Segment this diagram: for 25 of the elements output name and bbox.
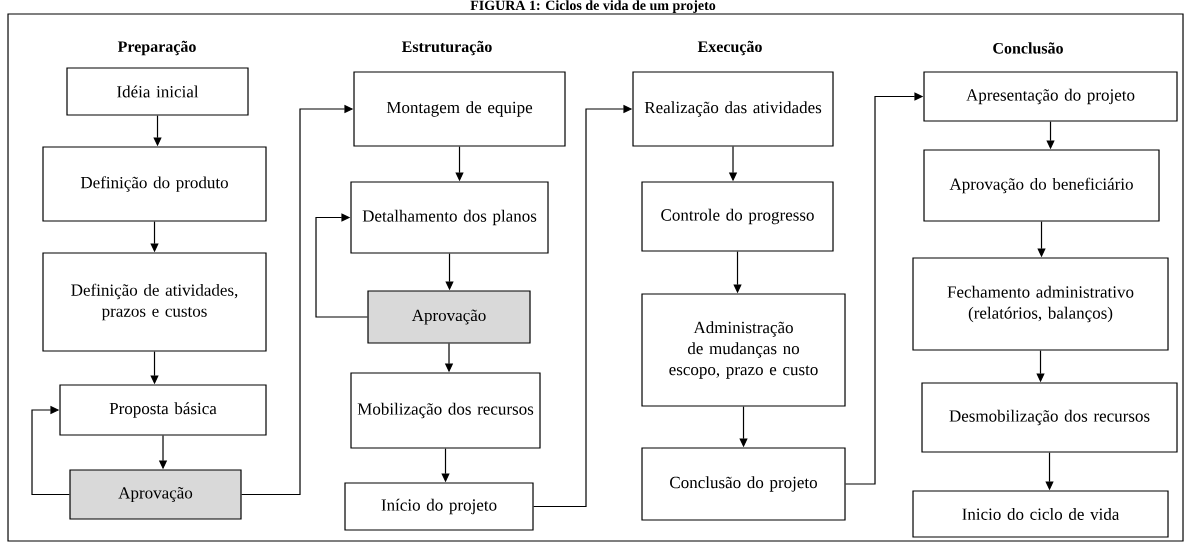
process-box: Fechamento administrativo (relatórios, balanços): [912, 257, 1169, 351]
process-box: Idéia inicial: [66, 67, 249, 116]
process-box: Controle do progresso: [641, 181, 834, 252]
process-box: Desmobilização dos recursos: [921, 382, 1178, 453]
approval-box: Aprovação: [69, 469, 242, 520]
title: FIGURA 1: Ciclos de vida de um projeto: [470, 0, 716, 13]
process-box: Administração de mudanças no escopo, prazo e custo: [641, 293, 846, 407]
process-box: Definição do produto: [42, 146, 267, 222]
column-heading: Conclusão: [993, 42, 1063, 54]
approval-box: Aprovação: [367, 290, 531, 344]
column-heading: Estruturação: [401, 40, 492, 56]
process-box: Definição de atividades, prazos e custos: [42, 252, 267, 352]
process-box: Conclusão do projeto: [641, 447, 846, 521]
process-box: Proposta básica: [59, 384, 267, 436]
column-heading: Execução: [697, 40, 762, 56]
process-box: Realização das atividades: [632, 71, 834, 147]
process-box: Detalhamento dos planos: [350, 181, 549, 254]
process-box: Início do projeto: [344, 482, 534, 531]
process-box: Apresentação do projeto: [923, 71, 1178, 122]
process-box: Mobilização dos recursos: [350, 372, 541, 449]
process-box: Montagem de equipe: [353, 71, 566, 147]
arrow: [31, 405, 70, 496]
arrow: [315, 213, 368, 318]
process-box: Inicio do ciclo de vida: [912, 490, 1169, 538]
process-box: Aprovação do beneficiário: [923, 149, 1160, 222]
